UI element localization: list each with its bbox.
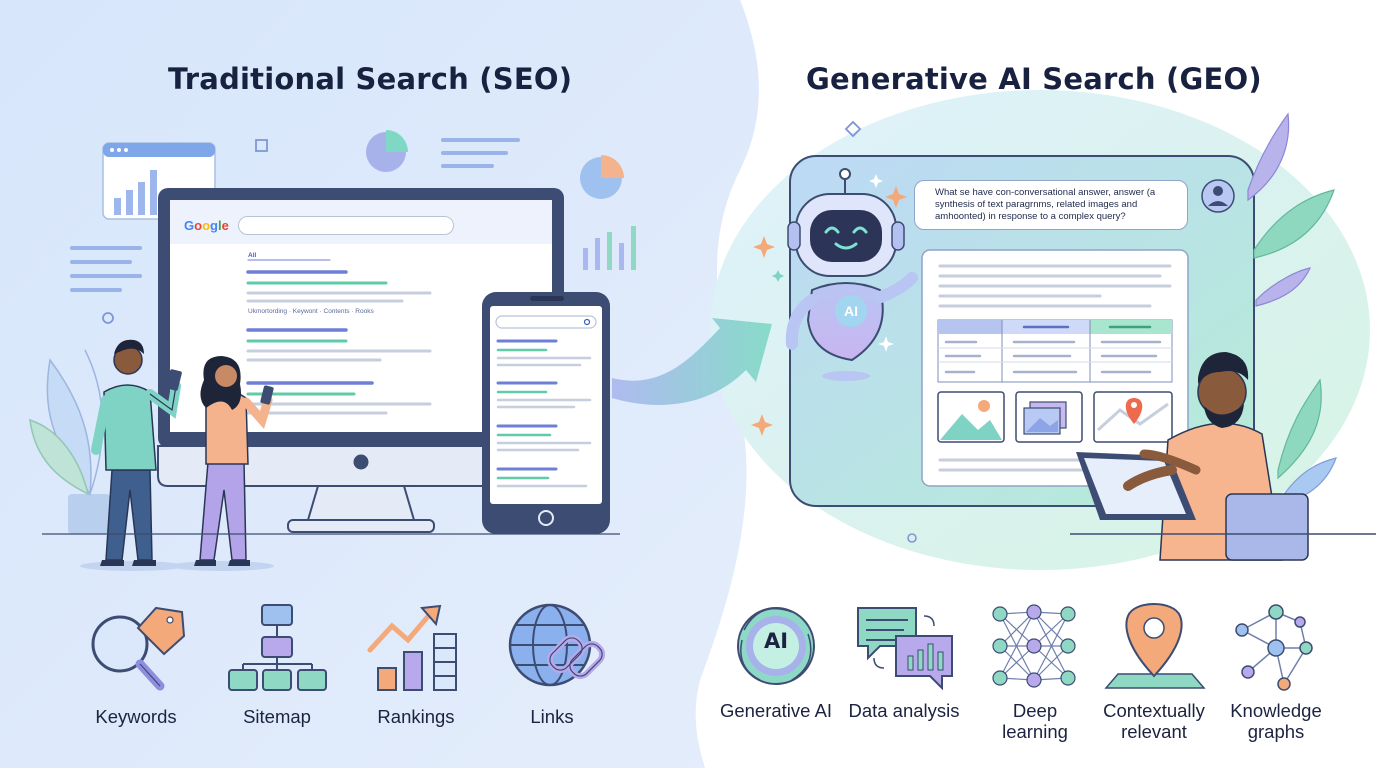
- diamond-dot: [844, 120, 862, 138]
- neural-network-icon: [992, 604, 1076, 688]
- globe-link-icon: [508, 603, 606, 687]
- label-keywords: Keywords: [95, 706, 177, 727]
- plant-left: [29, 349, 110, 534]
- label-knowledge-graphs: Knowledge graphs: [1230, 700, 1322, 742]
- search-input[interactable]: [238, 216, 454, 235]
- phone: [482, 292, 610, 534]
- map-pin-icon: [1104, 603, 1206, 689]
- image-map-icon: [1093, 391, 1173, 443]
- query-bubble: What se have con-conversational answer, …: [914, 180, 1188, 230]
- sparkle-white-icons: [772, 174, 894, 352]
- dot: [102, 312, 114, 324]
- result-tags: Ukmortording · Keywont · Contents · Rook…: [248, 308, 374, 315]
- person-woman: [170, 356, 274, 571]
- image-photos-icon: [1015, 391, 1083, 443]
- image-mountain-icon: [937, 391, 1005, 443]
- ai-screen: [789, 155, 1255, 507]
- floating-text-lines-icon: [70, 138, 520, 292]
- robot-ai-badge: AI: [844, 303, 858, 319]
- label-rankings: Rankings: [377, 706, 455, 727]
- square-dot: [255, 139, 268, 152]
- sparkle-icons: [751, 186, 907, 436]
- sitemap-icon: [228, 604, 327, 691]
- chat-chart-icon: [857, 607, 953, 691]
- person-man: [80, 339, 184, 571]
- magnifier-tag-icon: [91, 606, 186, 691]
- rising-chart-icon: [367, 604, 457, 691]
- seo-title: Traditional Search (SEO): [168, 62, 573, 96]
- label-data-analysis: Data analysis: [848, 700, 960, 721]
- label-generative-ai: Generative AI: [719, 700, 833, 721]
- answer-table: [937, 319, 1173, 383]
- google-logo: Google: [184, 218, 229, 233]
- label-deep-learning: Deep learning: [1002, 700, 1068, 742]
- ai-robot: [785, 168, 918, 381]
- transition-arrow: [612, 318, 772, 405]
- floating-bar-chart-icon: [583, 226, 636, 270]
- label-contextually-relevant: Contextually relevant: [1103, 700, 1205, 742]
- ai-icon-label: AI: [763, 629, 789, 653]
- person-tablet: [1070, 352, 1376, 561]
- pie-chart-icon: [366, 130, 624, 199]
- label-links: Links: [530, 706, 574, 727]
- geo-title: Generative AI Search (GEO): [806, 62, 1262, 96]
- ai-swirl-icon: [737, 607, 815, 685]
- label-sitemap: Sitemap: [243, 706, 311, 727]
- knowledge-graph-icon: [1235, 604, 1313, 691]
- serp-results: [246, 259, 432, 415]
- tab-all[interactable]: All: [248, 252, 257, 259]
